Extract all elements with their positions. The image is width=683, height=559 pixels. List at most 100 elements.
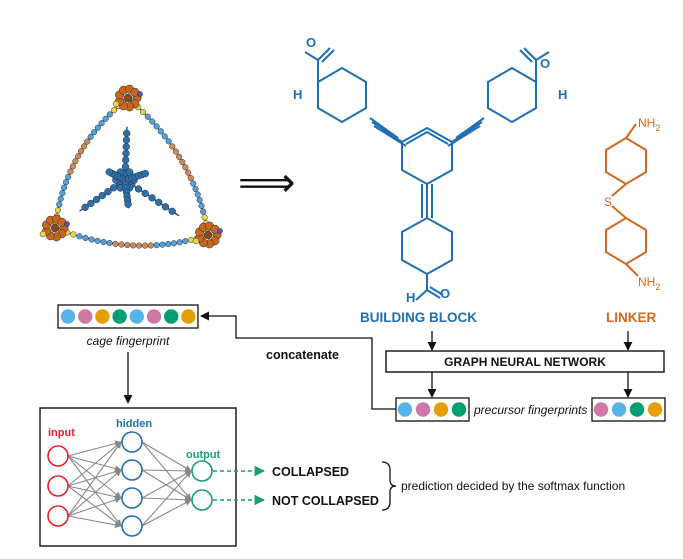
cage-atom (194, 191, 201, 198)
cage-atom (192, 237, 200, 245)
cage-atom (157, 128, 164, 135)
cage-atom (98, 120, 105, 127)
network-edge (67, 455, 122, 472)
output-node (191, 489, 213, 511)
network-edge (141, 499, 192, 527)
output-not-collapsed-label: NOT COLLAPSED (272, 494, 379, 508)
atom-nh2-bottom: NH2 (638, 275, 660, 292)
atom-s: S (604, 195, 612, 209)
cage-atom (75, 153, 82, 160)
cage-atom (182, 164, 189, 171)
cage-fingerprint-box (57, 304, 199, 329)
cage-atom (123, 93, 133, 103)
cage-atom (122, 156, 130, 164)
atom-o-top-left: O (306, 35, 316, 50)
cage-atom (187, 175, 194, 182)
cage-atom (179, 158, 186, 166)
cage-atom (69, 163, 76, 170)
fingerprint-dot-green (164, 309, 179, 324)
input-node (47, 505, 69, 527)
cage-atom (91, 129, 98, 136)
precursor-fingerprint-left (397, 402, 467, 417)
cage-atom (87, 199, 95, 208)
precursor-fingerprint-right (593, 402, 663, 417)
cage-atom (147, 242, 154, 249)
building-block-structure (304, 47, 550, 301)
cage-atom (94, 237, 101, 244)
cage-atom (84, 138, 91, 145)
output-collapsed-label: COLLAPSED (272, 465, 349, 479)
cage-atom (153, 242, 160, 249)
network-edge (141, 470, 192, 499)
cage-atom (81, 203, 89, 211)
cage-atom (76, 233, 83, 240)
cage-atom (98, 191, 106, 200)
network-edge (67, 485, 122, 500)
network-edge (67, 440, 122, 457)
input-layer-label: input (48, 427, 75, 439)
fingerprint-dot-sky (397, 402, 413, 417)
building-block-label: BUILDING BLOCK (360, 310, 477, 325)
cage-atom (122, 149, 130, 158)
network-edge (67, 469, 122, 517)
cage-molecule-illustration (39, 84, 223, 249)
cage-atom (170, 240, 177, 247)
network-edge (67, 441, 122, 487)
cage-atom (159, 241, 166, 248)
network-edge (67, 468, 122, 487)
cage-atom (137, 91, 143, 97)
gnn-box (385, 350, 665, 373)
cage-atom (124, 200, 132, 208)
hidden-node (121, 515, 143, 537)
fingerprint-dot-amber (181, 309, 196, 324)
cage-atom (94, 124, 101, 131)
cage-atom (56, 201, 63, 208)
atom-h-top-left: H (293, 87, 302, 102)
cage-atom (82, 234, 89, 242)
cage-atom (168, 207, 176, 215)
network-edge (67, 485, 122, 527)
cage-atom (118, 241, 125, 248)
fingerprint-dot-amber (647, 402, 663, 417)
cage-atom (192, 185, 199, 193)
hidden-node (121, 431, 143, 453)
cage-atom (39, 230, 47, 238)
fingerprint-dot-pink (78, 309, 93, 324)
cage-atom (165, 240, 172, 248)
cage-atom (141, 242, 149, 249)
input-node (47, 445, 69, 467)
cage-atom (104, 188, 112, 196)
cage-atom (112, 100, 120, 108)
cage-atom (130, 242, 137, 249)
cage-atom (54, 207, 62, 214)
cage-atom (134, 185, 143, 193)
network-connections (67, 440, 192, 529)
implies-arrow-icon: ⟹ (238, 160, 295, 206)
hidden-node (121, 459, 143, 481)
fingerprint-dot-sky (60, 309, 76, 324)
cage-atom (217, 228, 223, 234)
cage-atom (136, 242, 143, 249)
cage-atom (203, 230, 213, 240)
atom-nh2-top: NH2 (638, 116, 660, 133)
prediction-note: prediction decided by the softmax functi… (401, 479, 625, 493)
cage-atom (87, 133, 94, 140)
concatenate-arrow (200, 311, 396, 410)
network-edge (141, 470, 192, 527)
cage-atom (111, 107, 118, 114)
network-edge (67, 455, 122, 527)
cage-atom (70, 231, 77, 238)
precursor-fingerprints-label: precursor fingerprints (473, 403, 587, 417)
cage-atom (61, 184, 68, 191)
cage-atom (190, 180, 197, 187)
fingerprint-dot-pink (146, 309, 162, 324)
cage-atom (100, 238, 107, 246)
hidden-layer-label: hidden (116, 418, 152, 430)
cage-atom (176, 239, 183, 246)
cage-atom (124, 241, 131, 249)
output-layer-label: output (186, 449, 221, 461)
cage-atom (141, 189, 149, 198)
cage-atom (149, 118, 156, 125)
linker-structure (605, 123, 647, 277)
cage-fingerprint (60, 309, 196, 324)
